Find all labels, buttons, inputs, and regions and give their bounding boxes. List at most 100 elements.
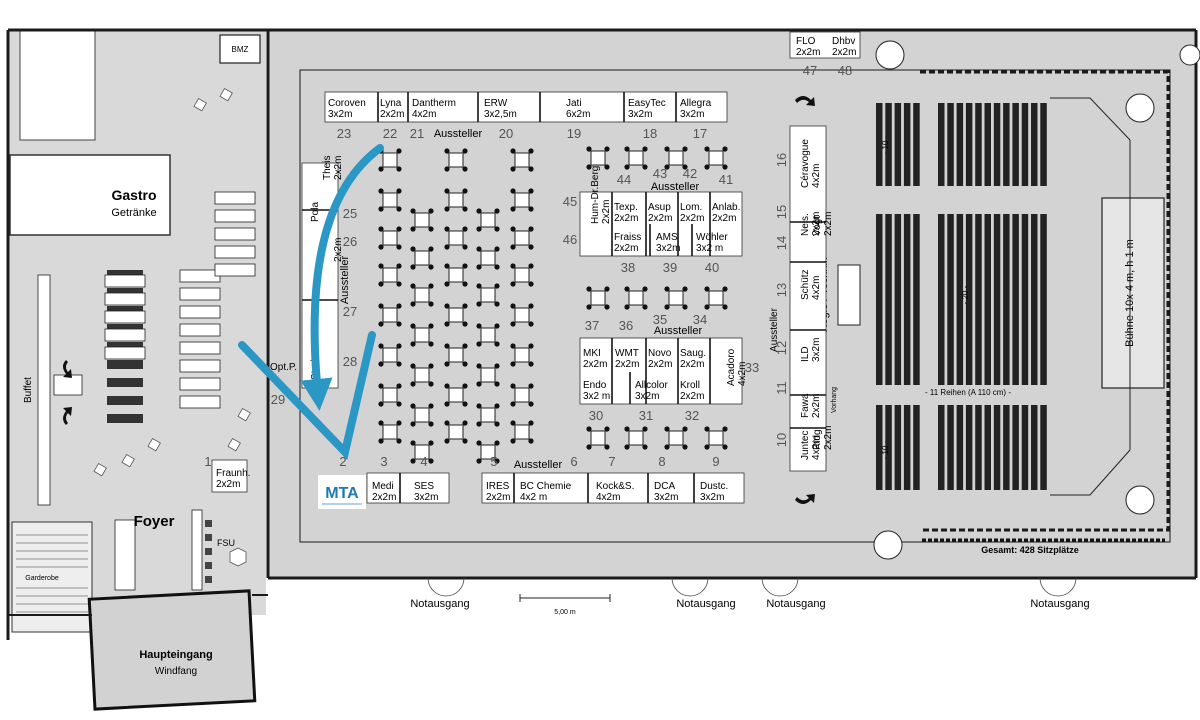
garderobe-room bbox=[11, 521, 93, 633]
booth-name: Wöhler bbox=[696, 232, 728, 243]
seat-row bbox=[894, 214, 902, 385]
booth-name: Dantherm bbox=[412, 98, 456, 109]
booth-name: IRES bbox=[486, 481, 510, 492]
seat-row bbox=[965, 214, 973, 385]
booth-number: 33 bbox=[745, 360, 759, 375]
seat-row bbox=[885, 405, 892, 490]
booth-size: 3x2,5m bbox=[484, 109, 517, 120]
booth-name: Saug. bbox=[680, 348, 706, 359]
booth-size: 2x2m bbox=[811, 394, 822, 418]
kitchen-area bbox=[19, 29, 96, 141]
exit-label-4: Notausgang bbox=[1030, 598, 1089, 610]
booth-size: 6x2m bbox=[566, 109, 590, 120]
booth-name: Opt.P. bbox=[270, 362, 297, 373]
seat-row bbox=[984, 103, 991, 186]
auditorium-border bbox=[920, 70, 1170, 532]
booth-name: Schütz bbox=[800, 269, 811, 300]
seat-row bbox=[1012, 214, 1019, 385]
booth-size: 4x2m bbox=[811, 276, 822, 300]
booth-name: Vogt bbox=[812, 216, 823, 236]
aussteller-label-bottom: Aussteller bbox=[514, 459, 563, 471]
mta-logo: MTA bbox=[318, 475, 366, 509]
booth-size: 2x2m bbox=[614, 243, 638, 254]
booth-number: 35 bbox=[653, 312, 667, 327]
booth-name: AMS bbox=[656, 232, 678, 243]
walls bbox=[6, 28, 1198, 640]
booth-name: Medi bbox=[372, 481, 394, 492]
lobby-furniture bbox=[37, 191, 256, 591]
booth-size: 2x2m bbox=[712, 213, 736, 224]
booth-number: 21 bbox=[410, 126, 424, 141]
booth-size: 3x2 m bbox=[696, 243, 723, 254]
booth-size: 2x2m bbox=[583, 359, 607, 370]
seat-row bbox=[1012, 405, 1019, 490]
booth-label: 2x2m bbox=[333, 238, 344, 262]
booth-name: ILD bbox=[800, 346, 811, 362]
arrow-check bbox=[238, 331, 376, 461]
booth-number: 45 bbox=[563, 194, 577, 209]
booth-number: 14 bbox=[774, 236, 789, 250]
booth-name: Dustc. bbox=[700, 481, 728, 492]
fsu-label: FSU bbox=[217, 538, 235, 548]
lobby-chairs bbox=[205, 520, 212, 583]
booth-name: MKI bbox=[583, 348, 601, 359]
seat-row bbox=[1031, 405, 1038, 490]
booth-number: 41 bbox=[719, 172, 733, 187]
chair-row bbox=[107, 378, 143, 387]
seat-row bbox=[965, 405, 973, 490]
seat-row bbox=[984, 214, 991, 385]
booth-name: Ridg bbox=[812, 429, 823, 450]
chair-row bbox=[107, 324, 143, 333]
booth-name: FLO bbox=[796, 36, 816, 47]
garderobe-racks bbox=[16, 534, 88, 613]
mta-logo-text: MTA bbox=[325, 485, 359, 502]
booth-name: Allcolor bbox=[635, 380, 668, 391]
booth-name: Fawa bbox=[800, 393, 811, 418]
buffet-label: Buffet bbox=[23, 377, 34, 403]
chair-row bbox=[107, 306, 143, 315]
booth-name: BC Chemie bbox=[520, 481, 572, 492]
scale-bar bbox=[519, 594, 611, 602]
booth-name: Acadoro bbox=[726, 348, 737, 386]
booth-number: 22 bbox=[383, 126, 397, 141]
booth-size: 2x2m bbox=[216, 479, 240, 490]
booth-label: Dustc.3x2m bbox=[700, 481, 728, 503]
gastro-room bbox=[9, 154, 171, 236]
seat-row bbox=[885, 103, 892, 186]
booth-label: Kock&S.4x2m bbox=[596, 481, 634, 503]
booth-label: Saug.2x2m bbox=[680, 348, 706, 370]
booth-number: 19 bbox=[567, 126, 581, 141]
scale-label: 5,00 m bbox=[554, 609, 576, 616]
regie-desk bbox=[837, 264, 861, 326]
aussteller-label-tables-mid: Aussteller bbox=[654, 325, 703, 337]
chair-row bbox=[107, 360, 143, 369]
booth-label: Texp.2x2m bbox=[614, 202, 638, 224]
booth-size: 3x2m bbox=[700, 492, 724, 503]
booth-name: SES bbox=[414, 481, 434, 492]
booth-number: 7 bbox=[608, 454, 615, 469]
rows-label: - 11 Reihen (A 110 cm) - bbox=[925, 388, 1011, 397]
seat-row bbox=[913, 405, 920, 490]
booth-number: 15 bbox=[774, 205, 789, 219]
booth-number: 47 bbox=[803, 63, 817, 78]
aussteller-right-label: Aussteller bbox=[769, 307, 780, 352]
booth-number: 37 bbox=[585, 318, 599, 333]
seat-row bbox=[1003, 405, 1010, 490]
seat-row bbox=[993, 405, 1001, 490]
